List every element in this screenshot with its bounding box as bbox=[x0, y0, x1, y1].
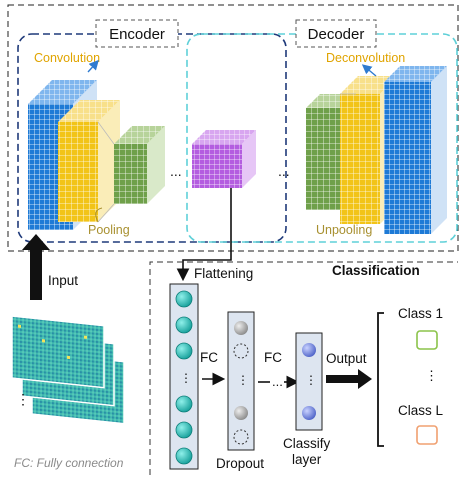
encoder-green-feature-map bbox=[114, 126, 165, 204]
pooling-pointer bbox=[95, 207, 103, 223]
autoencoder-frame bbox=[7, 4, 459, 252]
classify-layer-label-line2: layer bbox=[292, 452, 322, 467]
input-matrix-stack bbox=[11, 315, 125, 425]
classify-node bbox=[302, 343, 316, 357]
dropout-label: Dropout bbox=[216, 456, 264, 471]
flatten-node bbox=[175, 316, 193, 334]
input-stack-ellipsis: ⋮ bbox=[16, 391, 30, 407]
encoder-box bbox=[17, 33, 287, 243]
dropout-vdots: ⋮ bbox=[237, 373, 249, 387]
class-vdots: ⋮ bbox=[425, 368, 438, 383]
classification-frame bbox=[149, 261, 458, 475]
input-arrow bbox=[22, 234, 50, 300]
classify-layer-label-line1: Classify bbox=[283, 436, 331, 451]
class-1-label: Class 1 bbox=[398, 306, 443, 321]
classify-node bbox=[302, 406, 316, 420]
latent-feature-cube bbox=[192, 130, 256, 188]
classification-title: Classification bbox=[332, 263, 420, 278]
fc-label-1: FC bbox=[200, 350, 218, 365]
flatten-node bbox=[175, 290, 193, 308]
class-1-box bbox=[416, 330, 438, 350]
deconvolution-label: Deconvolution bbox=[326, 51, 405, 65]
convolution-label: Convolution bbox=[34, 51, 100, 65]
classify-vdots: ⋮ bbox=[305, 373, 317, 387]
dropout-node-dropped bbox=[233, 429, 249, 445]
encoder-title-box bbox=[95, 19, 179, 48]
footnote: FC: Fully connection bbox=[14, 456, 124, 470]
deconvolution-arrow bbox=[361, 64, 377, 77]
projection-line bbox=[97, 121, 115, 145]
decoder-blue-feature-map bbox=[384, 66, 447, 234]
flatten-node bbox=[175, 447, 193, 465]
unpooling-label: Unpooling bbox=[316, 223, 372, 237]
pooling-label: Pooling bbox=[88, 223, 130, 237]
fc-label-2: FC bbox=[264, 350, 282, 365]
decoder-title: Decoder bbox=[308, 26, 365, 43]
flatten-node bbox=[175, 421, 193, 439]
flatten-node bbox=[175, 395, 193, 413]
flatten-node bbox=[175, 342, 193, 360]
fc-ellipsis: ... bbox=[272, 374, 283, 389]
encoder-title: Encoder bbox=[109, 26, 165, 43]
encoder-ellipsis: ... bbox=[170, 163, 182, 179]
decoder-ellipsis: ... bbox=[278, 163, 290, 179]
input-label: Input bbox=[48, 273, 78, 288]
flatten-node-group bbox=[175, 290, 193, 465]
dropout-node-active bbox=[234, 406, 248, 420]
projection-line bbox=[97, 203, 115, 223]
convolution-arrow bbox=[87, 59, 99, 73]
decoder-title-box bbox=[295, 19, 377, 48]
dropout-node-dropped bbox=[233, 343, 249, 359]
flattening-arrow bbox=[176, 188, 232, 282]
class-l-label: Class L bbox=[398, 403, 444, 418]
encoder-yellow-feature-map bbox=[58, 100, 120, 222]
dropout-node-active bbox=[234, 321, 248, 335]
class-bracket bbox=[377, 312, 384, 447]
class-l-box bbox=[416, 425, 438, 445]
output-arrow bbox=[326, 369, 372, 389]
flattening-label: Flattening bbox=[194, 266, 253, 281]
output-label: Output bbox=[326, 351, 367, 366]
flatten-vdots: ⋮ bbox=[180, 371, 192, 385]
